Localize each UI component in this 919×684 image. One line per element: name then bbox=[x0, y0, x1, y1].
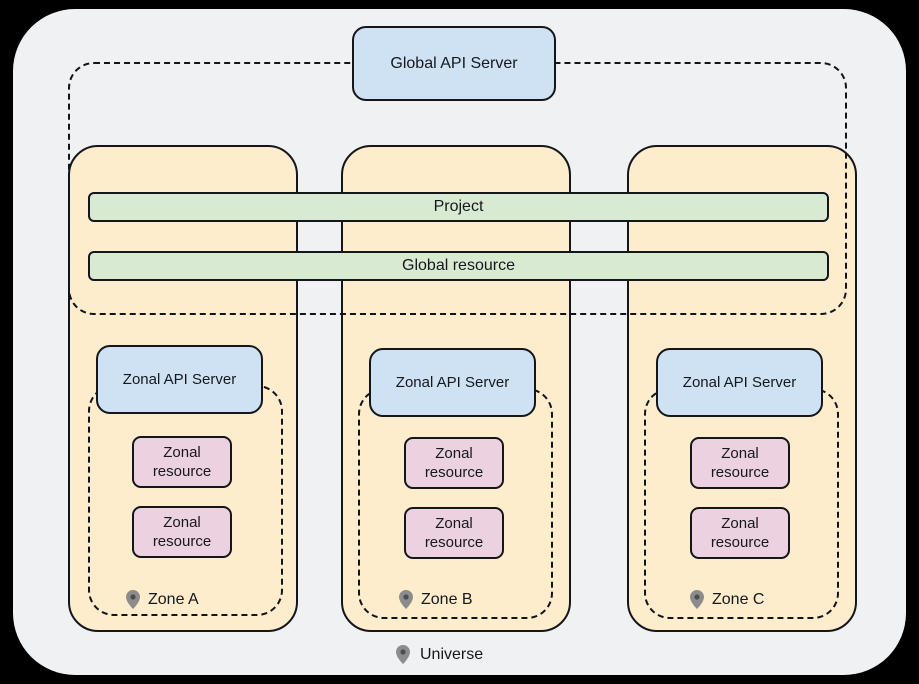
project-bar[interactable]: Project bbox=[88, 192, 829, 222]
zonal-resource-b-1[interactable]: Zonal resource bbox=[404, 437, 504, 489]
zonal-resource-a-2-line1: Zonal bbox=[163, 514, 201, 531]
zonal-resource-b-2-line2: resource bbox=[424, 534, 484, 551]
zone-label-c: Zone C bbox=[690, 590, 764, 609]
zonal-region-boundary-c bbox=[644, 388, 839, 619]
map-pin-icon bbox=[690, 590, 704, 609]
zonal-resource-c-2[interactable]: Zonal resource bbox=[690, 507, 790, 559]
map-pin-icon bbox=[399, 590, 413, 609]
universe-label: Universe bbox=[396, 645, 483, 664]
global-resource-bar-label: Global resource bbox=[402, 257, 515, 274]
zone-label-c-text: Zone C bbox=[712, 590, 765, 608]
zonal-resource-c-1-line2: resource bbox=[710, 464, 770, 481]
zonal-api-server-box-c[interactable]: Zonal API Server bbox=[656, 348, 823, 417]
zone-label-b-text: Zone B bbox=[421, 590, 473, 608]
zonal-api-server-box-b[interactable]: Zonal API Server bbox=[369, 348, 536, 417]
zonal-api-server-label-c: Zonal API Server bbox=[682, 374, 797, 391]
zonal-api-server-label-b: Zonal API Server bbox=[395, 374, 510, 391]
zonal-resource-c-1[interactable]: Zonal resource bbox=[690, 437, 790, 489]
zonal-api-server-box-a[interactable]: Zonal API Server bbox=[96, 345, 263, 414]
zonal-region-boundary-b bbox=[358, 388, 553, 619]
zone-label-a-text: Zone A bbox=[148, 590, 199, 608]
project-bar-label: Project bbox=[433, 198, 484, 215]
universe-label-text: Universe bbox=[420, 645, 484, 663]
global-api-server-box[interactable]: Global API Server bbox=[352, 26, 556, 101]
zonal-api-server-label-a: Zonal API Server bbox=[122, 371, 237, 388]
global-resource-bar[interactable]: Global resource bbox=[88, 251, 829, 281]
zonal-resource-a-1-line1: Zonal bbox=[163, 444, 201, 461]
zone-label-a: Zone A bbox=[126, 590, 199, 609]
zonal-resource-c-1-line1: Zonal bbox=[721, 445, 759, 462]
global-api-server-label: Global API Server bbox=[390, 54, 518, 72]
zonal-resource-c-2-line1: Zonal bbox=[721, 515, 759, 532]
zonal-resource-b-1-line1: Zonal bbox=[435, 445, 473, 462]
zonal-region-boundary-a bbox=[88, 385, 283, 616]
zonal-resource-c-2-line2: resource bbox=[710, 534, 770, 551]
zonal-resource-b-2-line1: Zonal bbox=[435, 515, 473, 532]
zonal-resource-b-2[interactable]: Zonal resource bbox=[404, 507, 504, 559]
zonal-resource-a-1[interactable]: Zonal resource bbox=[132, 436, 232, 488]
map-pin-icon bbox=[126, 590, 140, 609]
zone-label-b: Zone B bbox=[399, 590, 473, 609]
zonal-resource-a-1-line2: resource bbox=[152, 463, 212, 480]
zonal-resource-a-2[interactable]: Zonal resource bbox=[132, 506, 232, 558]
zonal-resource-b-1-line2: resource bbox=[424, 464, 484, 481]
zonal-resource-a-2-line2: resource bbox=[152, 533, 212, 550]
map-pin-icon bbox=[396, 645, 410, 664]
